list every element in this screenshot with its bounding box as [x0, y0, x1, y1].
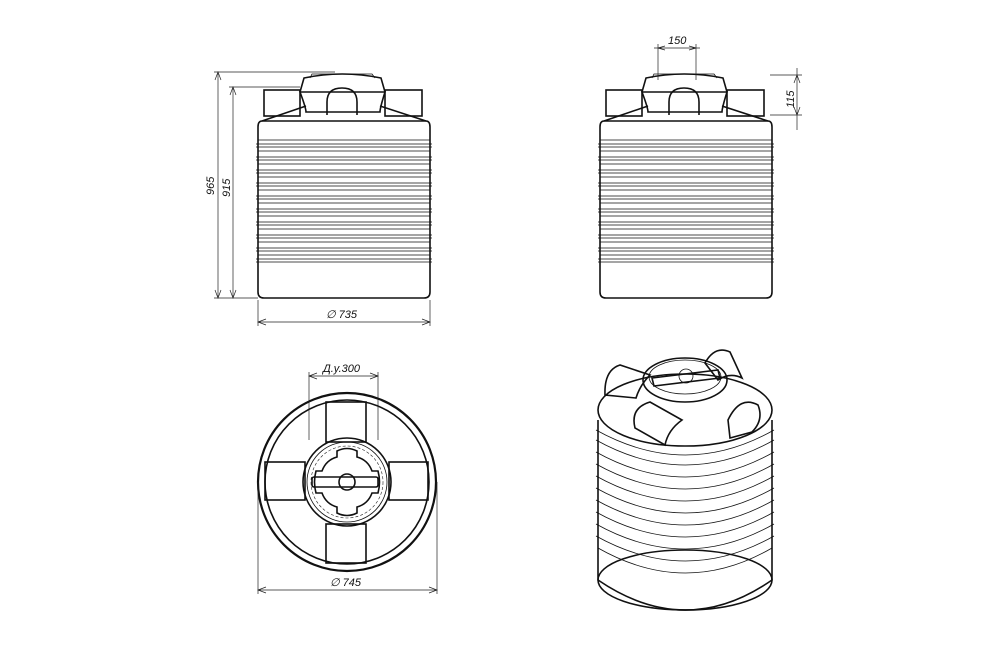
iso-ribs — [595, 429, 775, 574]
nominal-diameter-dimension: Д.у.300 — [308, 363, 379, 440]
neck-width-label: 150 — [668, 35, 687, 47]
diameter-label: ∅ 735 — [326, 309, 358, 321]
top-view: Д.у.300 ∅ 745 — [256, 363, 438, 594]
height-total-label: 965 — [205, 176, 217, 195]
neck-height-label: 115 — [785, 90, 797, 108]
isometric-view — [595, 349, 775, 611]
height-dimensions: 965 915 — [205, 71, 335, 299]
diameter-dimension: ∅ 735 — [257, 300, 431, 326]
height-body-label: 915 — [221, 178, 233, 197]
front-view: 965 915 ∅ 735 — [205, 71, 433, 326]
top-diameter-label: ∅ 745 — [330, 577, 362, 589]
lid-handle-icon — [311, 476, 379, 488]
side-view: 150 115 — [597, 35, 802, 299]
top-diameter-dimension: ∅ 745 — [257, 482, 438, 594]
nominal-diameter-label: Д.у.300 — [321, 363, 361, 375]
